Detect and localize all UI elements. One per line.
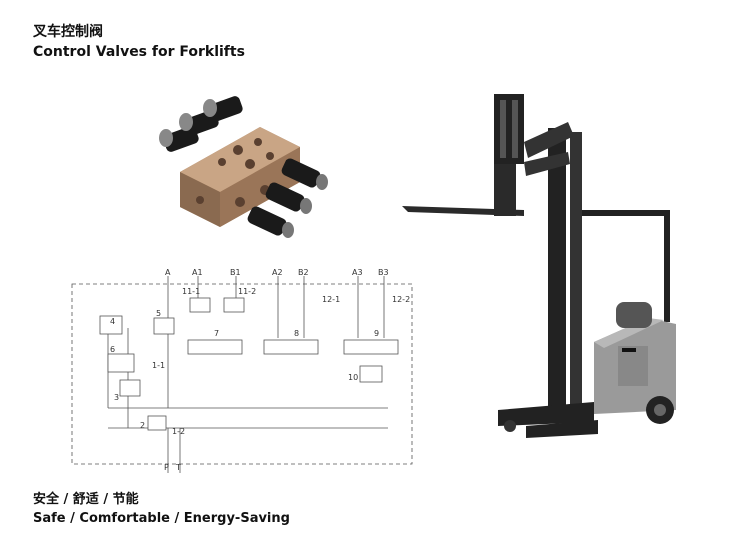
- schematic-port-labels: A A1 B1 A2 B2 A3 B3: [165, 268, 389, 277]
- tagline-en: Safe / Comfortable / Energy-Saving: [33, 511, 290, 526]
- page-title-en: Control Valves for Forklifts: [33, 44, 245, 60]
- forklift-forks: [402, 164, 524, 216]
- forklift-base: [498, 396, 674, 438]
- port-label-b1: B1: [230, 268, 241, 277]
- control-valve-image: [159, 96, 328, 238]
- component-label: P: [164, 463, 169, 472]
- component-label: 6: [110, 345, 115, 354]
- valve-body: [180, 127, 300, 227]
- schematic-valves: [99, 297, 399, 431]
- port-label-a3: A3: [352, 268, 363, 277]
- port-label-b2: B2: [298, 268, 309, 277]
- component-label: 1-1: [152, 361, 165, 370]
- component-label: 1-2: [172, 427, 185, 436]
- component-label: 5: [156, 309, 161, 318]
- solenoid-group-back: [159, 96, 243, 152]
- port-label-b3: B3: [378, 268, 389, 277]
- component-label: 9: [374, 329, 379, 338]
- component-label: 11-1: [182, 287, 200, 296]
- component-label: 12-1: [322, 295, 340, 304]
- component-label: 3: [114, 393, 119, 402]
- port-label-a1: A1: [192, 268, 203, 277]
- tagline-cn: 安全 / 舒适 / 节能: [33, 492, 139, 507]
- component-label: 4: [110, 317, 115, 326]
- port-label-a2: A2: [272, 268, 283, 277]
- footer-block: 安全 / 舒适 / 节能 Safe / Comfortable / Energy…: [33, 490, 290, 528]
- component-label: T: [175, 463, 181, 472]
- hydraulic-schematic: A A1 B1 A2 B2 A3 B3 11-1 11-2 12-1 12-2 …: [71, 268, 413, 473]
- solenoid-group-front: [247, 158, 328, 238]
- page-title-cn: 叉车控制阀: [33, 24, 103, 40]
- forklift-mast: [494, 94, 582, 418]
- component-label: 12-2: [392, 295, 410, 304]
- forklift-overhead-guard: [582, 210, 670, 322]
- component-label: 7: [214, 329, 219, 338]
- schematic-component-labels: 11-1 11-2 12-1 12-2 4 5 6 1-1 7 8 9 10 3…: [110, 287, 410, 472]
- title-block: 叉车控制阀 Control Valves for Forklifts: [33, 22, 245, 62]
- component-label: 10: [348, 373, 358, 382]
- component-label: 2: [140, 421, 145, 430]
- forklift-body: [594, 302, 676, 414]
- component-label: 11-2: [238, 287, 256, 296]
- port-label-a: A: [165, 268, 171, 277]
- component-label: 8: [294, 329, 299, 338]
- forklift-image: [402, 94, 676, 438]
